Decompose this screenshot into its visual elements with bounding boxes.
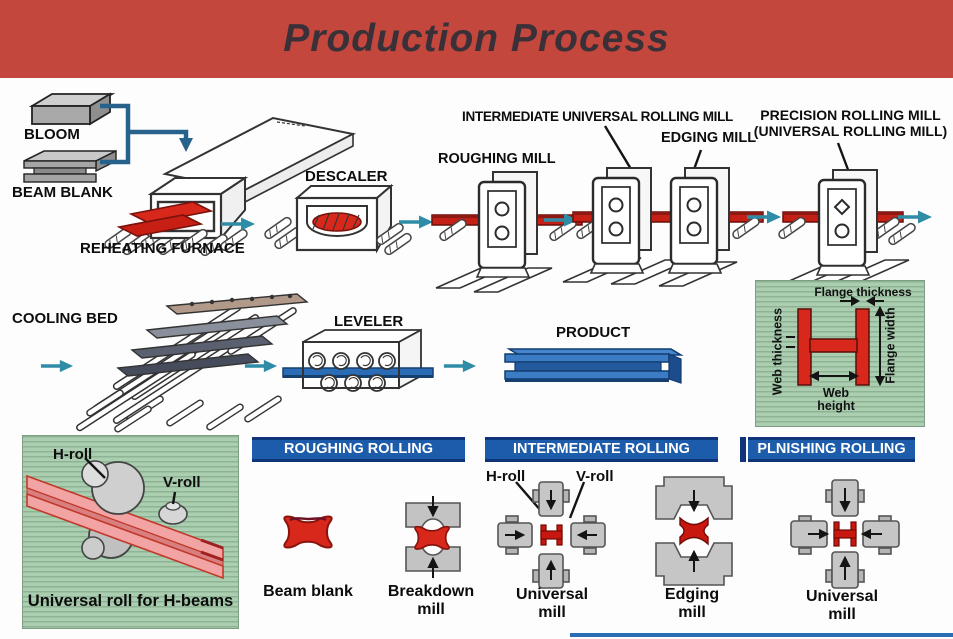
bloom-label: BLOOM xyxy=(24,126,80,143)
cooling-bed-graphic xyxy=(76,293,309,433)
roughing-mill-label: ROUGHING MILL xyxy=(438,151,556,167)
universal-roll-panel: H-roll V-roll Universal roll for H-beams xyxy=(22,435,239,629)
flow-arrow-icon xyxy=(898,210,932,224)
v-roll-label: V-roll xyxy=(163,474,201,491)
intermediate-mill-label: INTERMEDIATE UNIVERSAL ROLLING MILL xyxy=(462,109,733,124)
page-title: Production Process xyxy=(283,17,670,60)
beam-blank-graphic xyxy=(23,149,117,183)
breakdown-mill-caption: Breakdown mill xyxy=(387,583,475,618)
edging-mill-label: EDGING MILL xyxy=(661,130,757,146)
universal-mill-graphic xyxy=(497,481,606,589)
h-roll-label: H-roll xyxy=(53,446,93,463)
web-height-label: Web height xyxy=(817,386,855,414)
plnishing-rolling-bar: PLNISHING ROLLING xyxy=(748,437,915,462)
universal-roll-caption: Universal roll for H-beams xyxy=(27,592,234,610)
flow-arrow-icon xyxy=(747,210,781,224)
precision-mill-label: PRECISION ROLLING MILL (UNIVERSAL ROLLIN… xyxy=(748,107,953,139)
flow-arrow-icon xyxy=(244,359,278,373)
cooling-bed-label: COOLING BED xyxy=(12,310,118,327)
bar-edge-chip xyxy=(740,437,746,462)
breakdown-mill-graphic xyxy=(405,496,461,578)
flange-thickness-label: Flange thickness xyxy=(814,285,912,299)
universal-mill-caption: Universal mill xyxy=(515,586,589,621)
bloom-graphic xyxy=(28,92,116,126)
beam-blank-section-graphic xyxy=(283,515,333,549)
feed-connector xyxy=(100,103,193,165)
bottom-divider-line xyxy=(570,633,953,637)
descaler-label: DESCALER xyxy=(305,168,388,185)
beam-blank-caption: Beam blank xyxy=(263,583,353,600)
precision-mill-label-line2: (UNIVERSAL ROLLING MILL) xyxy=(753,123,948,140)
reheating-furnace-label: REHEATING FURNACE xyxy=(80,240,245,257)
plnishing-universal-mill-caption: Universal mill xyxy=(805,588,879,623)
roughing-mill-graphic xyxy=(431,170,583,293)
flow-arrow-icon xyxy=(443,359,477,373)
plnishing-universal-mill-graphic xyxy=(790,479,900,589)
web-thickness-label: Web thickness xyxy=(770,307,785,396)
product-label: PRODUCT xyxy=(556,324,631,341)
edging-mill-caption: Edging mill xyxy=(664,586,720,621)
flow-arrow-icon xyxy=(40,359,74,373)
edging-mill-graphic xyxy=(655,476,733,586)
v-roll-label-intermediate: V-roll xyxy=(576,468,614,485)
flow-arrow-icon xyxy=(544,213,578,227)
flange-width-label: Flange width xyxy=(883,307,898,384)
intermediate-rolling-bar: INTERMEDIATE ROLLING xyxy=(485,437,718,462)
dimension-panel: Flange thickness Web thickness Flange wi… xyxy=(755,280,925,427)
flow-arrow-icon xyxy=(221,217,255,231)
leveler-graphic xyxy=(282,328,434,392)
precision-mill-label-line1: PRECISION ROLLING MILL xyxy=(760,107,941,123)
header-banner: Production Process xyxy=(0,0,953,78)
h-roll-label-intermediate: H-roll xyxy=(486,468,526,485)
product-beam-graphic xyxy=(504,348,684,384)
reheating-furnace-graphic xyxy=(102,116,356,258)
precision-mill-graphic xyxy=(776,168,918,285)
flow-arrow-icon xyxy=(399,215,433,229)
beam-blank-label: BEAM BLANK xyxy=(12,184,113,201)
leveler-label: LEVELER xyxy=(334,313,404,330)
h-section-graphic xyxy=(786,295,886,387)
descaler-graphic xyxy=(262,183,414,257)
universal-roll-graphic xyxy=(26,457,224,580)
roughing-rolling-bar: ROUGHING ROLLING xyxy=(252,437,465,462)
intermediate-edging-mill-graphic xyxy=(562,166,764,287)
